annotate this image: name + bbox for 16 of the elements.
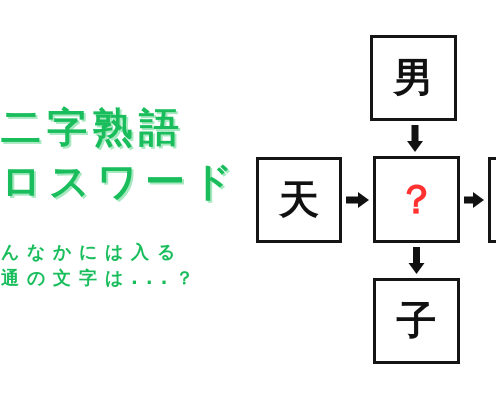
- arrow: [408, 247, 424, 274]
- prompt-text: んなかには入る: [1, 243, 183, 263]
- prompt-text: 通の文字は...？: [1, 269, 202, 289]
- character-box: [373, 156, 460, 243]
- character-box: [370, 35, 457, 121]
- kanji-character: 天: [279, 180, 319, 220]
- question-mark: ？: [396, 180, 436, 220]
- title-text: ロスワード: [1, 160, 240, 204]
- kanji-character: 男: [394, 58, 434, 98]
- arrow: [407, 125, 423, 152]
- arrow: [346, 192, 369, 208]
- arrow: [464, 192, 484, 208]
- character-box: [373, 278, 460, 364]
- kanji-character: 子: [396, 301, 436, 341]
- character-box: [256, 157, 342, 243]
- title-text: 二字熟語: [1, 106, 185, 150]
